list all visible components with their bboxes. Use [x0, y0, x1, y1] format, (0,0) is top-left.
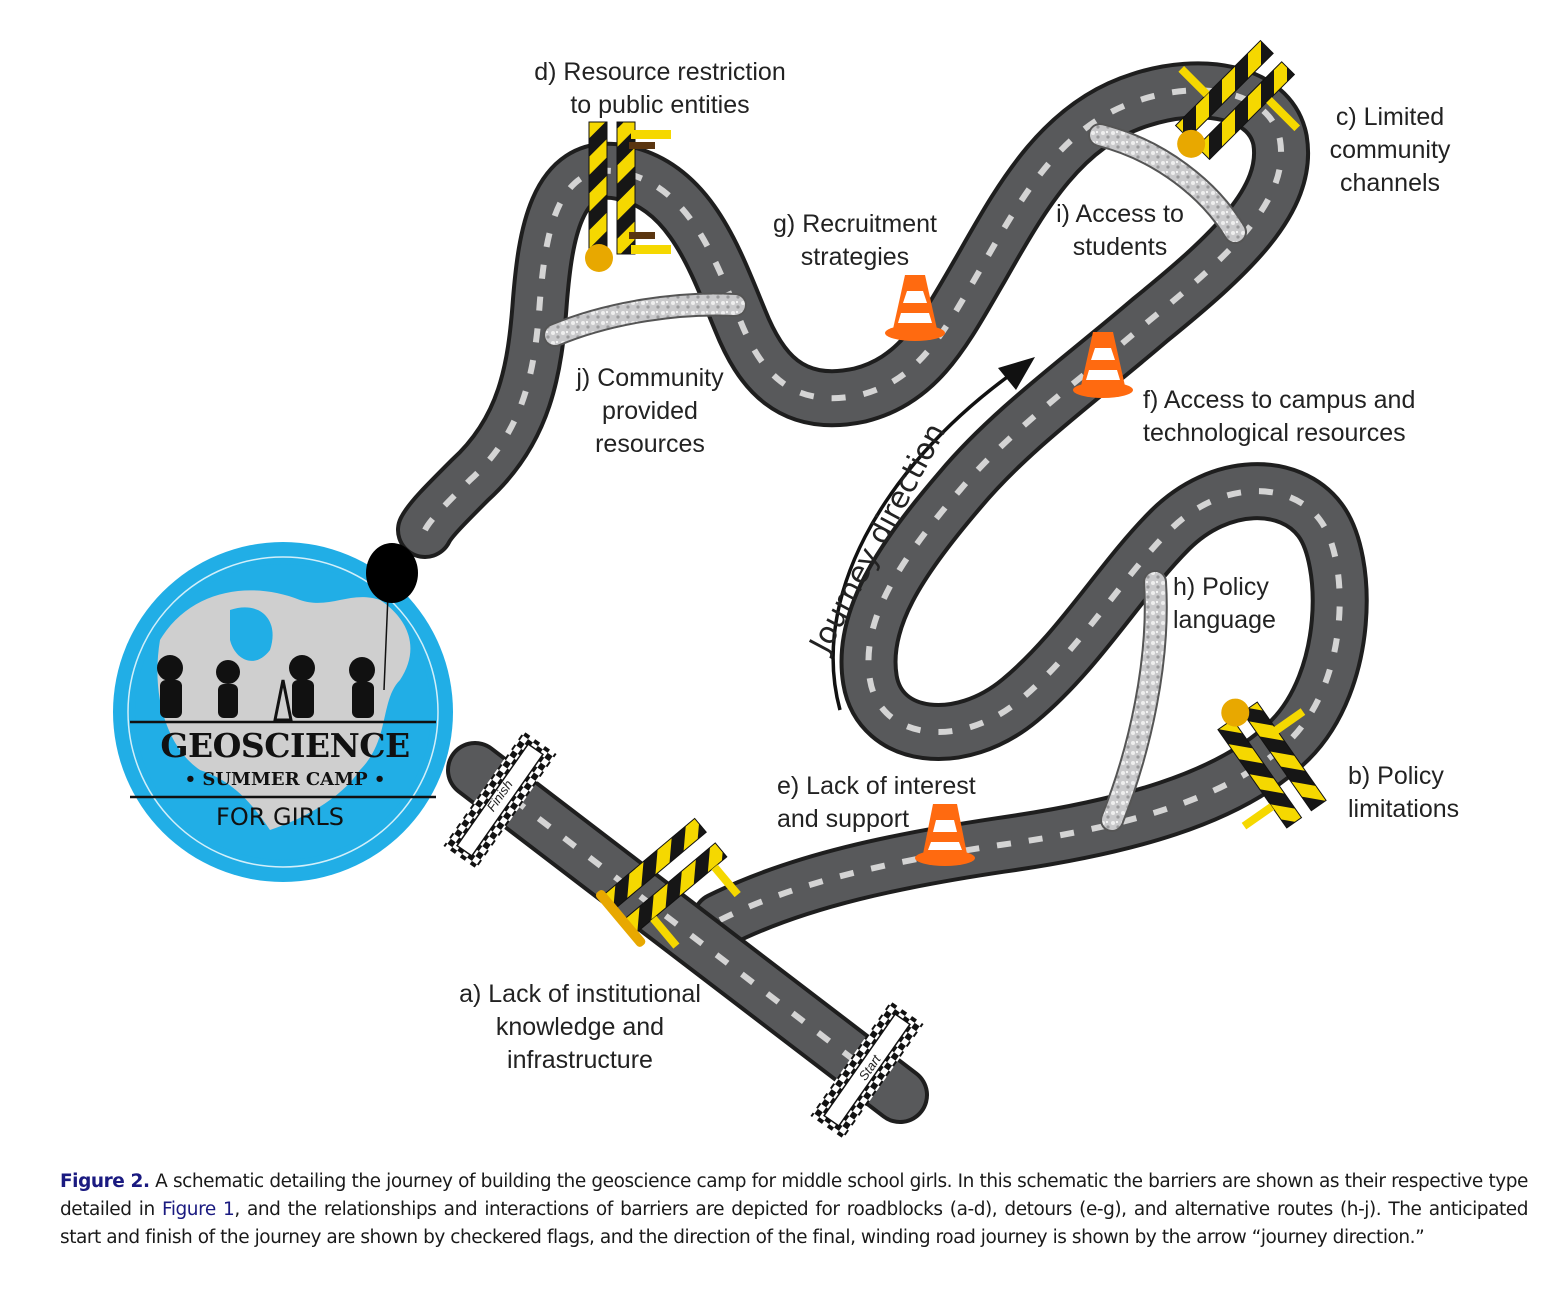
label-a: a) Lack of institutional knowledge and i… [430, 978, 730, 1077]
label-b-line1: b) Policy [1348, 762, 1444, 790]
label-i-line2: students [1072, 233, 1168, 261]
finish-flag [443, 731, 557, 869]
geoscience-camp-logo [113, 542, 453, 882]
start-finish-road [446, 741, 929, 1124]
barricade-d-icon [585, 121, 671, 272]
label-e-line1: e) Lack of interest [777, 772, 976, 800]
label-f: f) Access to campus and technological re… [1143, 384, 1415, 450]
traffic-cone-f-icon [1073, 332, 1133, 398]
caption-text-part2: , and the relationships and interactions… [60, 1199, 1528, 1248]
alternative-route-h [1100, 570, 1168, 832]
barricade-b-icon [1217, 698, 1327, 830]
label-d-line2: to public entities [570, 91, 750, 119]
label-a-line3: infrastructure [507, 1046, 653, 1074]
barricade-a-icon [595, 817, 741, 949]
label-a-line2: knowledge and [495, 1013, 665, 1041]
label-i-line1: i) Access to [1056, 200, 1184, 228]
label-d-line1: d) Resource restriction [534, 58, 786, 86]
label-j-line3: resources [595, 430, 705, 458]
kids-silhouette-icon [157, 655, 375, 722]
traffic-cone-g-icon [885, 275, 945, 341]
alternative-route-j [543, 292, 747, 347]
caption-text-part1: A schematic detailing the journey of bui… [60, 1171, 1528, 1220]
journey-schematic: GEOSCIENCE • SUMMER CAMP • FOR GIRLS Fin… [113, 39, 1480, 1139]
journey-direction-arrow [831, 357, 1035, 711]
label-f-line1: f) Access to campus and [1143, 386, 1416, 414]
label-j: j) Community provided resources [545, 362, 755, 461]
label-j-line2: provided [602, 397, 698, 425]
label-f-line2: technological resources [1143, 419, 1406, 447]
caption-figure-label: Figure 2. [60, 1171, 150, 1192]
label-c: c) Limited community channels [1300, 101, 1480, 200]
label-c-line1: c) Limited [1335, 103, 1445, 131]
label-g: g) Recruitment strategies [745, 208, 965, 274]
label-j-line1: j) Community [576, 364, 724, 392]
balloon-icon [366, 543, 418, 603]
label-e: e) Lack of interest and support [777, 770, 976, 836]
figure-caption: Figure 2. A schematic detailing the jour… [60, 1168, 1528, 1252]
barricade-c-icon [1174, 39, 1301, 161]
label-i: i) Access to students [1030, 198, 1210, 264]
label-c-line2: community [1329, 136, 1451, 164]
start-flag [810, 1001, 924, 1139]
logo-tagline: FOR GIRLS [216, 803, 344, 831]
label-b-line2: limitations [1348, 795, 1460, 823]
label-g-line2: strategies [800, 243, 910, 271]
label-c-line3: channels [1339, 169, 1441, 197]
caption-figure1-link[interactable]: Figure 1 [161, 1199, 235, 1220]
alternative-route-i [1088, 123, 1247, 244]
label-a-line1: a) Lack of institutional [459, 980, 701, 1008]
road-map [113, 39, 1369, 1139]
label-g-line1: g) Recruitment [773, 210, 937, 238]
logo-title: GEOSCIENCE [160, 726, 410, 765]
label-h-line1: h) Policy [1173, 573, 1269, 601]
label-b: b) Policy limitations [1348, 760, 1459, 826]
label-h-line2: language [1173, 606, 1276, 634]
label-d: d) Resource restriction to public entiti… [480, 56, 840, 122]
label-e-line2: and support [777, 805, 910, 833]
label-h: h) Policy language [1173, 571, 1276, 637]
traffic-cone-e-icon [915, 804, 975, 866]
logo-subtitle: • SUMMER CAMP • [184, 769, 386, 790]
winding-road [396, 61, 1369, 949]
